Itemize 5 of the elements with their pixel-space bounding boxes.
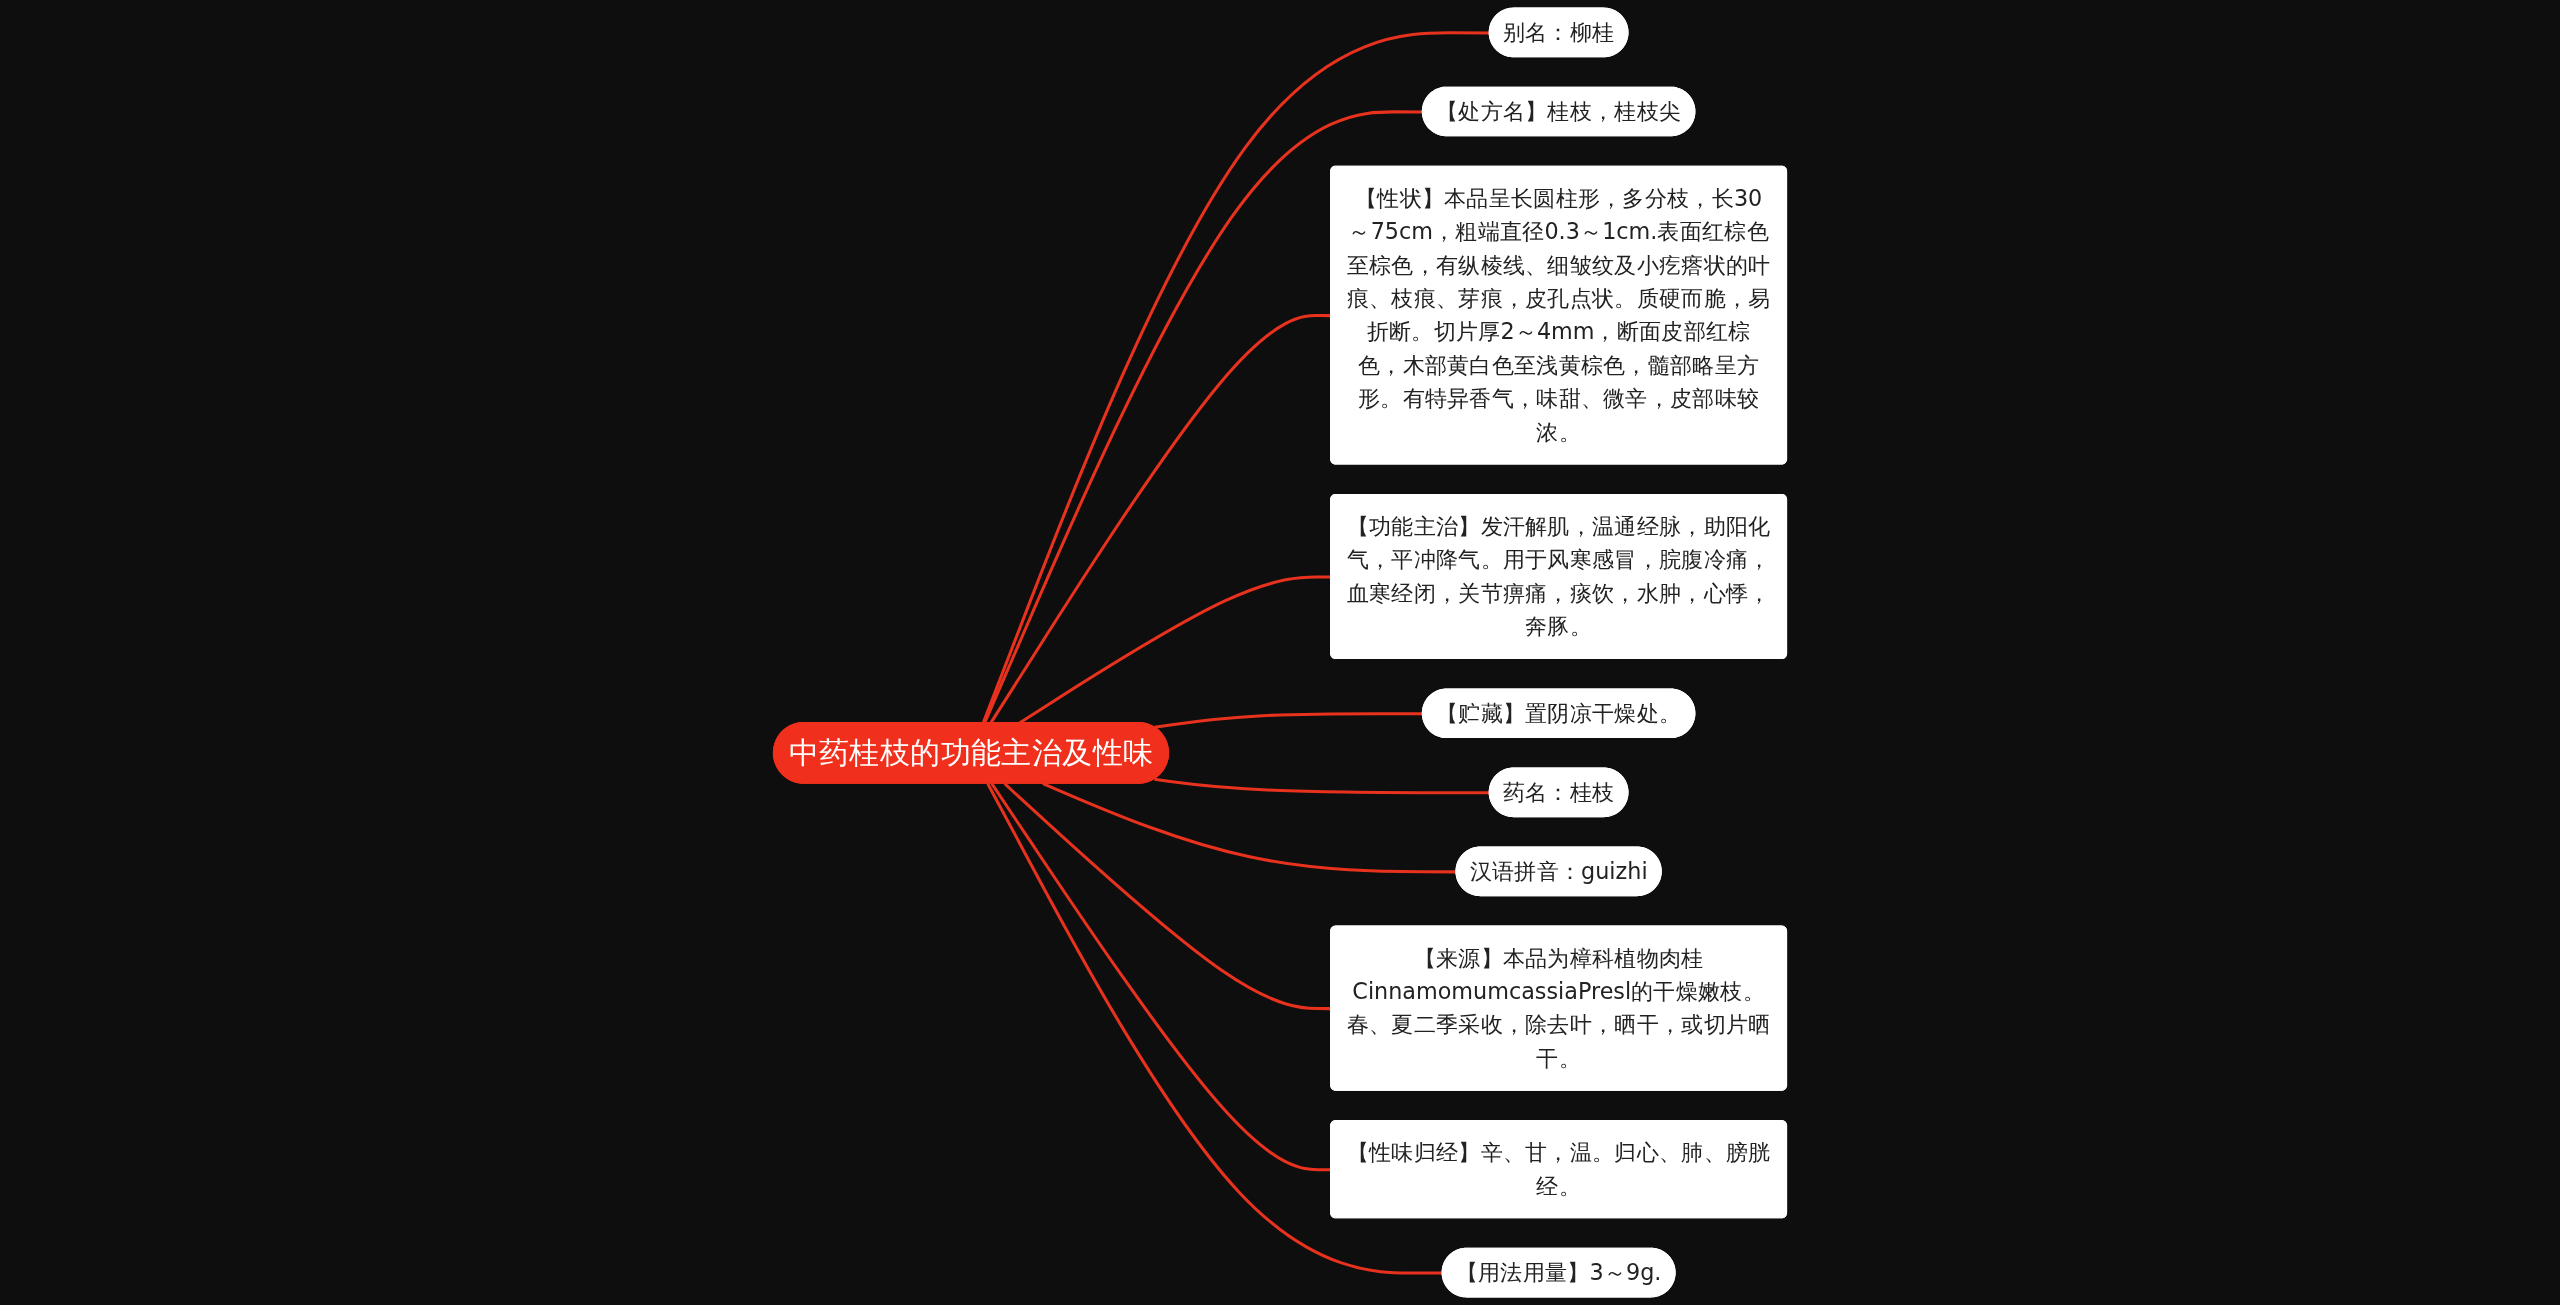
connector: [986, 783, 1443, 1275]
connector: [983, 110, 1423, 724]
connector: [1154, 777, 1490, 795]
connector: [1154, 712, 1423, 729]
connector: [981, 31, 1490, 724]
